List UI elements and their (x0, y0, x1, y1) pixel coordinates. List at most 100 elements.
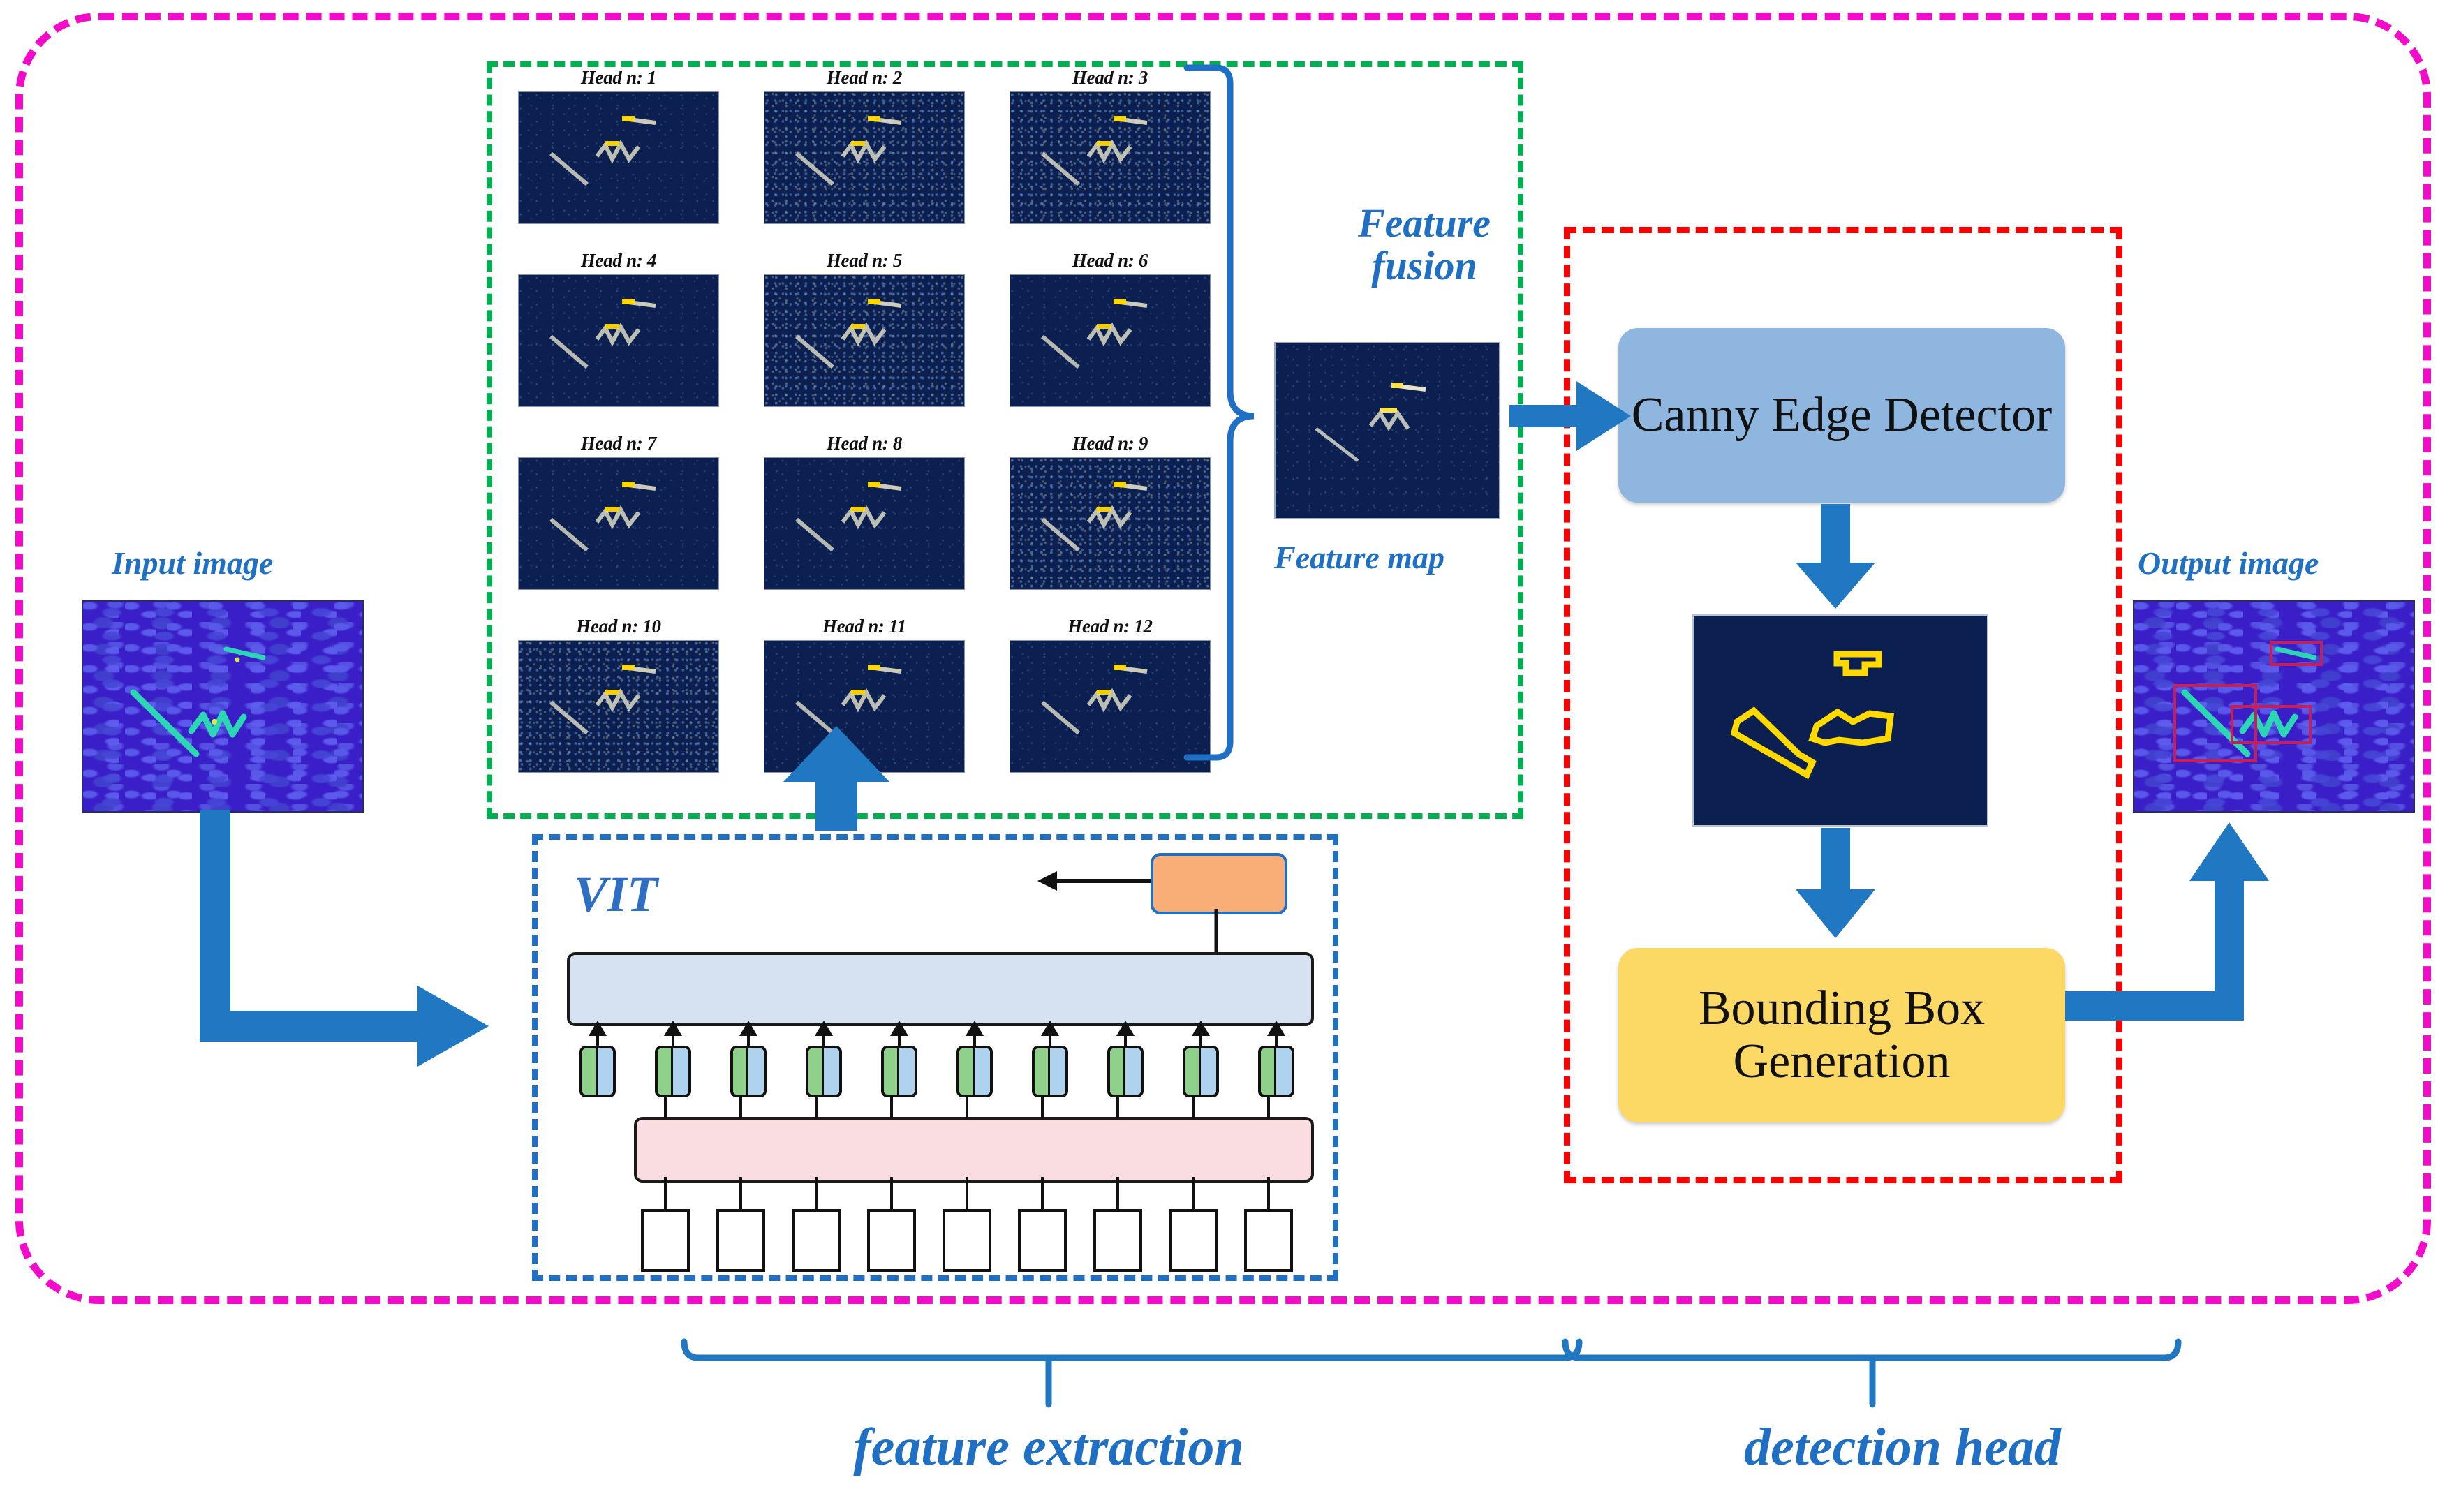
attention-head-map (764, 457, 965, 590)
patch-token (655, 1046, 691, 1097)
attention-head-cell: Head n: 8 (764, 433, 965, 590)
projection-to-token-line (890, 1097, 893, 1118)
attention-head-cell: Head n: 11 (764, 616, 965, 773)
token-to-encoder-arrow (664, 1021, 682, 1036)
linear-projection-bar (634, 1117, 1314, 1183)
attention-head-map (1010, 274, 1211, 407)
attention-head-map (1010, 640, 1211, 773)
image-patch (1018, 1209, 1067, 1272)
bounding-box-generation-box[interactable]: Bounding Box Generation (1618, 948, 2065, 1122)
patch-token (1032, 1046, 1068, 1097)
token-to-encoder-arrow (589, 1021, 607, 1036)
patch-token (730, 1046, 767, 1097)
attention-head-map (518, 274, 719, 407)
attention-head-cell: Head n: 1 (518, 67, 719, 224)
image-patch (716, 1209, 765, 1272)
token-to-encoder-line (672, 1032, 674, 1046)
token-to-encoder-line (1275, 1032, 1278, 1046)
patch-to-projection-line (664, 1177, 667, 1209)
projection-to-token-line (1267, 1097, 1270, 1118)
attention-head-cell: Head n: 2 (764, 67, 965, 224)
attention-head-cell: Head n: 7 (518, 433, 719, 590)
token-to-encoder-line (973, 1032, 976, 1046)
feature-map-label: Feature map (1274, 540, 1445, 575)
token-to-encoder-arrow (815, 1021, 833, 1036)
patch-token (1107, 1046, 1144, 1097)
projection-to-token-line (664, 1097, 667, 1118)
patch-token (881, 1046, 917, 1097)
projection-to-token-line (966, 1097, 968, 1118)
attention-head-title: Head n: 5 (826, 250, 903, 271)
token-to-encoder-line (747, 1032, 750, 1046)
attention-head-map (764, 274, 965, 407)
class-token-box (1151, 853, 1287, 914)
attention-head-cell: Head n: 4 (518, 250, 719, 407)
token-to-encoder-line (822, 1032, 825, 1046)
patch-to-projection-line (1192, 1177, 1195, 1209)
attention-head-title: Head n: 6 (1072, 250, 1148, 271)
vit-label: VIT (574, 866, 658, 922)
token-to-encoder-line (596, 1032, 599, 1046)
token-to-encoder-arrow (1116, 1021, 1135, 1036)
attention-head-map (764, 91, 965, 224)
feature-map-thumbnail (1274, 342, 1500, 519)
attention-head-title: Head n: 3 (1072, 67, 1148, 88)
attention-head-map (518, 457, 719, 590)
attention-head-title: Head n: 9 (1072, 433, 1148, 454)
token-to-encoder-line (1199, 1032, 1202, 1046)
attention-head-cell: Head n: 10 (518, 616, 719, 773)
image-patch (943, 1209, 991, 1272)
attention-head-cell: Head n: 12 (1010, 616, 1211, 773)
attention-head-map (764, 640, 965, 773)
token-to-encoder-line (1124, 1032, 1127, 1046)
input-image-label: Input image (112, 545, 274, 581)
token-to-encoder-arrow (1267, 1021, 1285, 1036)
attention-head-map (518, 640, 719, 773)
feature-fusion-line-1: Feature (1357, 200, 1491, 246)
patch-to-projection-line (1041, 1177, 1044, 1209)
image-patch (867, 1209, 916, 1272)
token-to-encoder-arrow (966, 1021, 984, 1036)
detection-head-brace (1562, 1338, 2182, 1408)
image-patch (1169, 1209, 1218, 1272)
attention-head-title: Head n: 8 (826, 433, 903, 454)
attention-head-map (518, 91, 719, 224)
attention-head-title: Head n: 1 (580, 67, 657, 88)
outer-pipeline-frame (15, 13, 2431, 1304)
image-patch (1244, 1209, 1293, 1272)
patch-token (956, 1046, 993, 1097)
patch-token (1258, 1046, 1294, 1097)
patch-token (806, 1046, 842, 1097)
patch-to-projection-line (739, 1177, 742, 1209)
image-patch (792, 1209, 841, 1272)
vit-module-frame (532, 834, 1338, 1281)
projection-to-token-line (1041, 1097, 1044, 1118)
token-to-encoder-arrow (890, 1021, 908, 1036)
attention-head-map (1010, 457, 1211, 590)
feature-extraction-label: feature extraction (853, 1418, 1244, 1476)
canny-edge-detector-box[interactable]: Canny Edge Detector (1618, 328, 2065, 503)
output-image-label: Output image (2138, 545, 2319, 581)
attention-head-cell: Head n: 5 (764, 250, 965, 407)
attention-head-title: Head n: 4 (580, 250, 657, 271)
projection-to-token-line (1192, 1097, 1195, 1118)
attention-head-cell: Head n: 6 (1010, 250, 1211, 407)
detection-head-label: detection head (1744, 1418, 2061, 1476)
patch-to-projection-line (1116, 1177, 1119, 1209)
attention-head-title: Head n: 11 (822, 616, 906, 637)
attention-head-title: Head n: 7 (580, 433, 657, 454)
attention-head-map (1010, 91, 1211, 224)
image-patch (641, 1209, 690, 1272)
attention-head-title: Head n: 12 (1067, 616, 1153, 637)
canny-edge-detector-label: Canny Edge Detector (1631, 388, 2053, 443)
detection-head-frame (1564, 227, 2122, 1183)
patch-token (1183, 1046, 1219, 1097)
feature-extraction-brace (681, 1338, 1583, 1408)
token-to-encoder-arrow (739, 1021, 757, 1036)
canny-edge-output-thumbnail (1692, 614, 1988, 827)
input-image-thumbnail (82, 600, 364, 813)
token-to-encoder-arrow (1192, 1021, 1210, 1036)
patch-token (579, 1046, 616, 1097)
image-patch (1093, 1209, 1142, 1272)
patch-to-projection-line (1267, 1177, 1270, 1209)
